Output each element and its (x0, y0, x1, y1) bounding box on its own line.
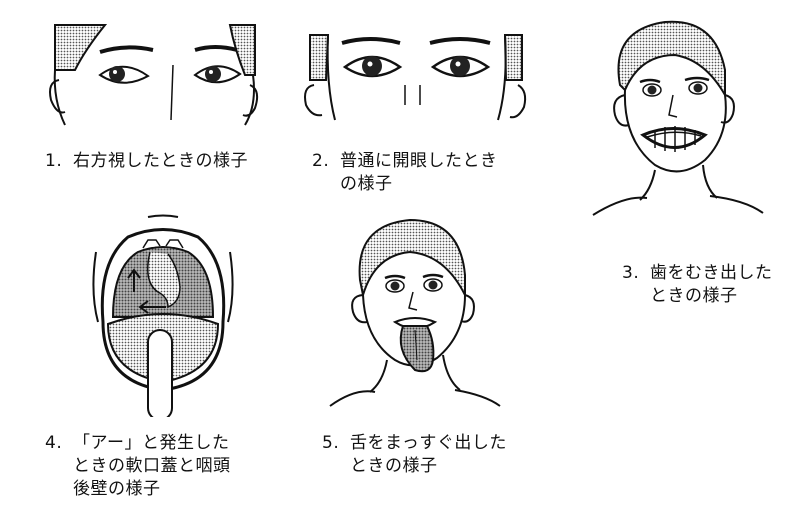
figure-5-tongue-out (325, 210, 505, 410)
caption-line: 普通に開眼したとき (340, 151, 498, 171)
caption-figure-2: 2. 普通に開眼したとき の様子 (312, 150, 498, 196)
caption-number: 2. (312, 151, 330, 171)
caption-figure-5: 5. 舌をまっすぐ出した ときの様子 (322, 432, 507, 478)
caption-number: 5. (322, 433, 340, 453)
figure-3-baring-teeth (585, 10, 765, 220)
caption-line: 「アー」と発生した (73, 433, 230, 453)
face-tongue-out-illustration (329, 218, 501, 407)
caption-number: 4. (45, 433, 63, 453)
eyes-looking-right-illustration (49, 24, 259, 126)
caption-figure-4: 4. 「アー」と発生した ときの軟口蓋と咽頭 後壁の様子 (45, 432, 231, 501)
caption-line: 後壁の様子 (73, 479, 161, 499)
eyes-open-normal-illustration (304, 34, 527, 121)
caption-figure-3: 3. 歯をむき出した ときの様子 (622, 262, 773, 308)
caption-number: 1. (45, 151, 63, 171)
caption-number: 3. (622, 263, 640, 283)
caption-line: 右方視したときの様子 (73, 151, 248, 171)
figure-4-open-mouth (88, 212, 238, 417)
caption-line: ときの軟口蓋と咽頭 (73, 456, 231, 476)
caption-figure-1: 1. 右方視したときの様子 (45, 150, 248, 173)
face-baring-teeth-illustration (592, 20, 764, 216)
caption-line: ときの様子 (350, 456, 438, 476)
caption-line: ときの様子 (650, 286, 738, 306)
caption-line: の様子 (340, 174, 393, 194)
figure-1-eyes-right (45, 20, 265, 130)
caption-line: 舌をまっすぐ出した (350, 433, 507, 453)
open-mouth-soft-palate-illustration (92, 214, 234, 417)
caption-line: 歯をむき出した (650, 263, 773, 283)
figure-2-eyes-open (300, 25, 530, 135)
